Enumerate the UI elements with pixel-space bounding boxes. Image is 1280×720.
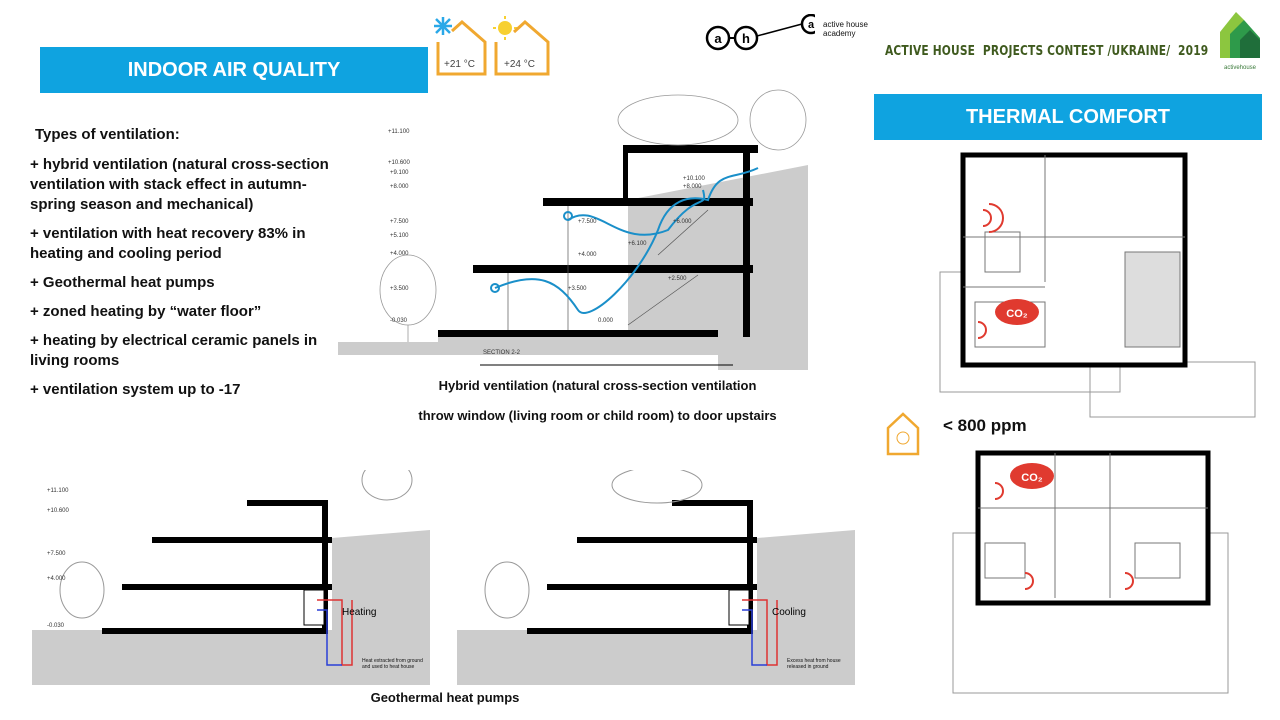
- list-item: + Geothermal heat pumps: [30, 274, 215, 291]
- level-label: +3.500: [568, 286, 587, 292]
- co2-limit: < 800 ppm: [943, 416, 1027, 435]
- sun-icon: [493, 16, 517, 40]
- level-label: +10.600: [388, 160, 411, 166]
- first-floor-plan: CO₂: [935, 448, 1260, 695]
- level-label: +3.500: [390, 286, 409, 292]
- cooling-note: Excess heat from house released in groun…: [787, 658, 841, 670]
- snowflake-icon: [434, 17, 452, 35]
- heating-label: Heating: [342, 607, 376, 618]
- list-item: + ventilation with heat recovery 83% in …: [30, 225, 306, 262]
- temp-warm-label: +24 °C: [504, 59, 535, 70]
- co2-house-icon: [885, 410, 921, 463]
- level-label: +11.100: [47, 488, 69, 494]
- level-label: -0.030: [390, 318, 408, 324]
- level-label: +10.100: [683, 176, 706, 182]
- logo-text: activehouse: [1223, 65, 1257, 71]
- level-label: +5.100: [390, 233, 409, 239]
- svg-text:a: a: [808, 19, 815, 31]
- co2-cloud-icon: CO₂: [995, 299, 1039, 325]
- level-label: 0.000: [598, 318, 614, 324]
- level-label: CO₂: [1006, 308, 1028, 320]
- temp-cold-label: +21 °C: [444, 59, 475, 70]
- caption-line-2: throw window (living room or child room)…: [418, 408, 777, 423]
- level-label: -0.030: [47, 623, 65, 629]
- level-label: CO₂: [1021, 472, 1043, 484]
- level-label: +2.500: [668, 276, 687, 282]
- caption-line-1: Hybrid ventilation (natural cross-sectio…: [438, 378, 757, 393]
- list-item: + heating by electrical ceramic panels i…: [30, 332, 318, 369]
- list-item: + zoned heating by “water floor”: [30, 303, 262, 320]
- ground-floor-plan: CO₂: [935, 152, 1260, 422]
- level-label: +9.100: [390, 170, 409, 176]
- level-label: +11.100: [388, 129, 410, 135]
- indoor-air-quality-banner: INDOOR AIR QUALITY: [40, 47, 428, 93]
- level-label: +7.500: [47, 551, 66, 557]
- level-label: +10.600: [47, 508, 70, 514]
- heating-section-drawing: Heating Heat extracted from ground and u…: [32, 459, 430, 685]
- svg-text:a: a: [714, 31, 722, 46]
- level-label: +6.100: [628, 241, 647, 247]
- heat-pumps-caption: Geothermal heat pumps: [370, 690, 520, 705]
- list-item: + hybrid ventilation (natural cross-sect…: [30, 156, 329, 213]
- active-house-academy-logo: a h a: [705, 13, 822, 59]
- heating-note: Heat extracted from ground and used to h…: [362, 658, 423, 670]
- level-label: +8.000: [390, 184, 409, 190]
- thermal-comfort-banner: THERMAL COMFORT: [874, 94, 1262, 140]
- list-item: + ventilation system up to -17: [30, 381, 241, 398]
- contest-title: ACTIVE HOUSE PROJECTS CONTEST /UKRAINE/ …: [885, 44, 1209, 59]
- activehouse-logo: activehouse: [1218, 10, 1262, 71]
- level-label: +7.500: [578, 219, 597, 225]
- section-label: SECTION 2-2: [483, 350, 521, 356]
- cooling-label: Cooling: [772, 607, 806, 618]
- level-label: +4.000: [390, 251, 409, 257]
- level-label: +6.000: [673, 219, 692, 225]
- section-title: THERMAL COMFORT: [965, 105, 1171, 128]
- level-label: +4.000: [578, 252, 597, 258]
- level-label: +4.000: [47, 576, 66, 582]
- section-title: INDOOR AIR QUALITY: [127, 58, 341, 81]
- section-drawing: +11.100 +10.600 +9.100 +8.000 +7.500 +5.100 +4…: [338, 80, 808, 370]
- temperature-icons: +21 °C +24 °C: [430, 14, 560, 84]
- ventilation-list: Types of ventilation: + hybrid ventilati…: [30, 125, 340, 409]
- level-label: +7.500: [390, 219, 409, 225]
- level-label: +8.000: [683, 184, 702, 190]
- svg-text:h: h: [742, 31, 750, 46]
- co2-cloud-icon: CO₂: [1010, 463, 1054, 489]
- academy-logo-text: active house academy: [823, 20, 868, 38]
- cooling-section-drawing: Cooling Excess heat from house released …: [457, 466, 855, 685]
- list-heading: Types of ventilation:: [35, 126, 180, 143]
